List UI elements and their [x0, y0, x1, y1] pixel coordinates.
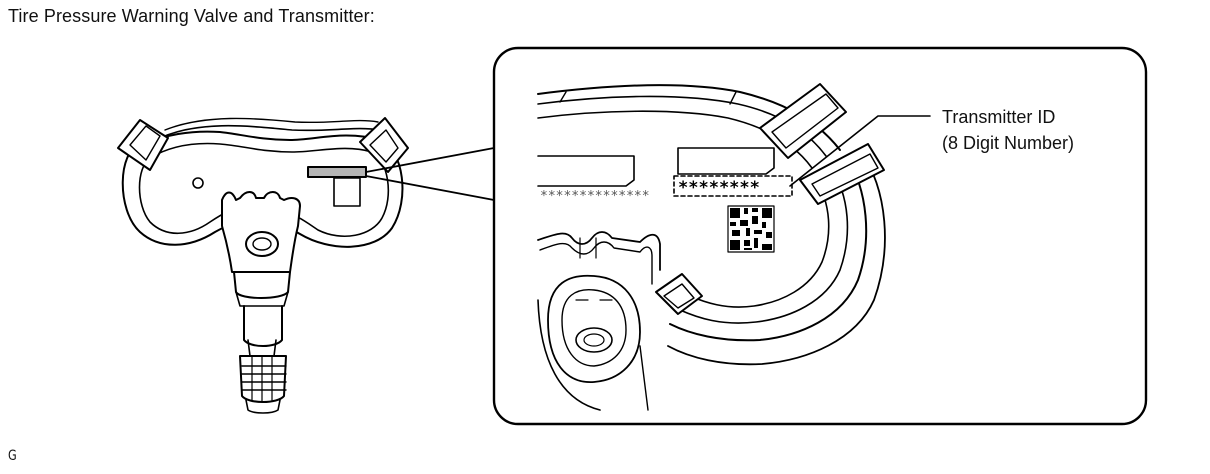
figure-code: G [8, 448, 17, 464]
transmitter-id-callout: Transmitter ID (8 Digit Number) [942, 104, 1074, 156]
callout-line-2: (8 Digit Number) [942, 133, 1075, 153]
zoom-leader-lines [365, 147, 495, 201]
serial-number-mask: ************** [540, 189, 650, 204]
callout-line-1: Transmitter ID [942, 107, 1056, 127]
valve-transmitter-drawing [117, 117, 409, 414]
enlarged-detail-drawing [537, 83, 931, 411]
detail-panel [492, 46, 1148, 426]
transmitter-id-mask: ******** [678, 178, 760, 198]
page-title: Tire Pressure Warning Valve and Transmit… [8, 6, 375, 26]
qr-code [727, 205, 775, 253]
